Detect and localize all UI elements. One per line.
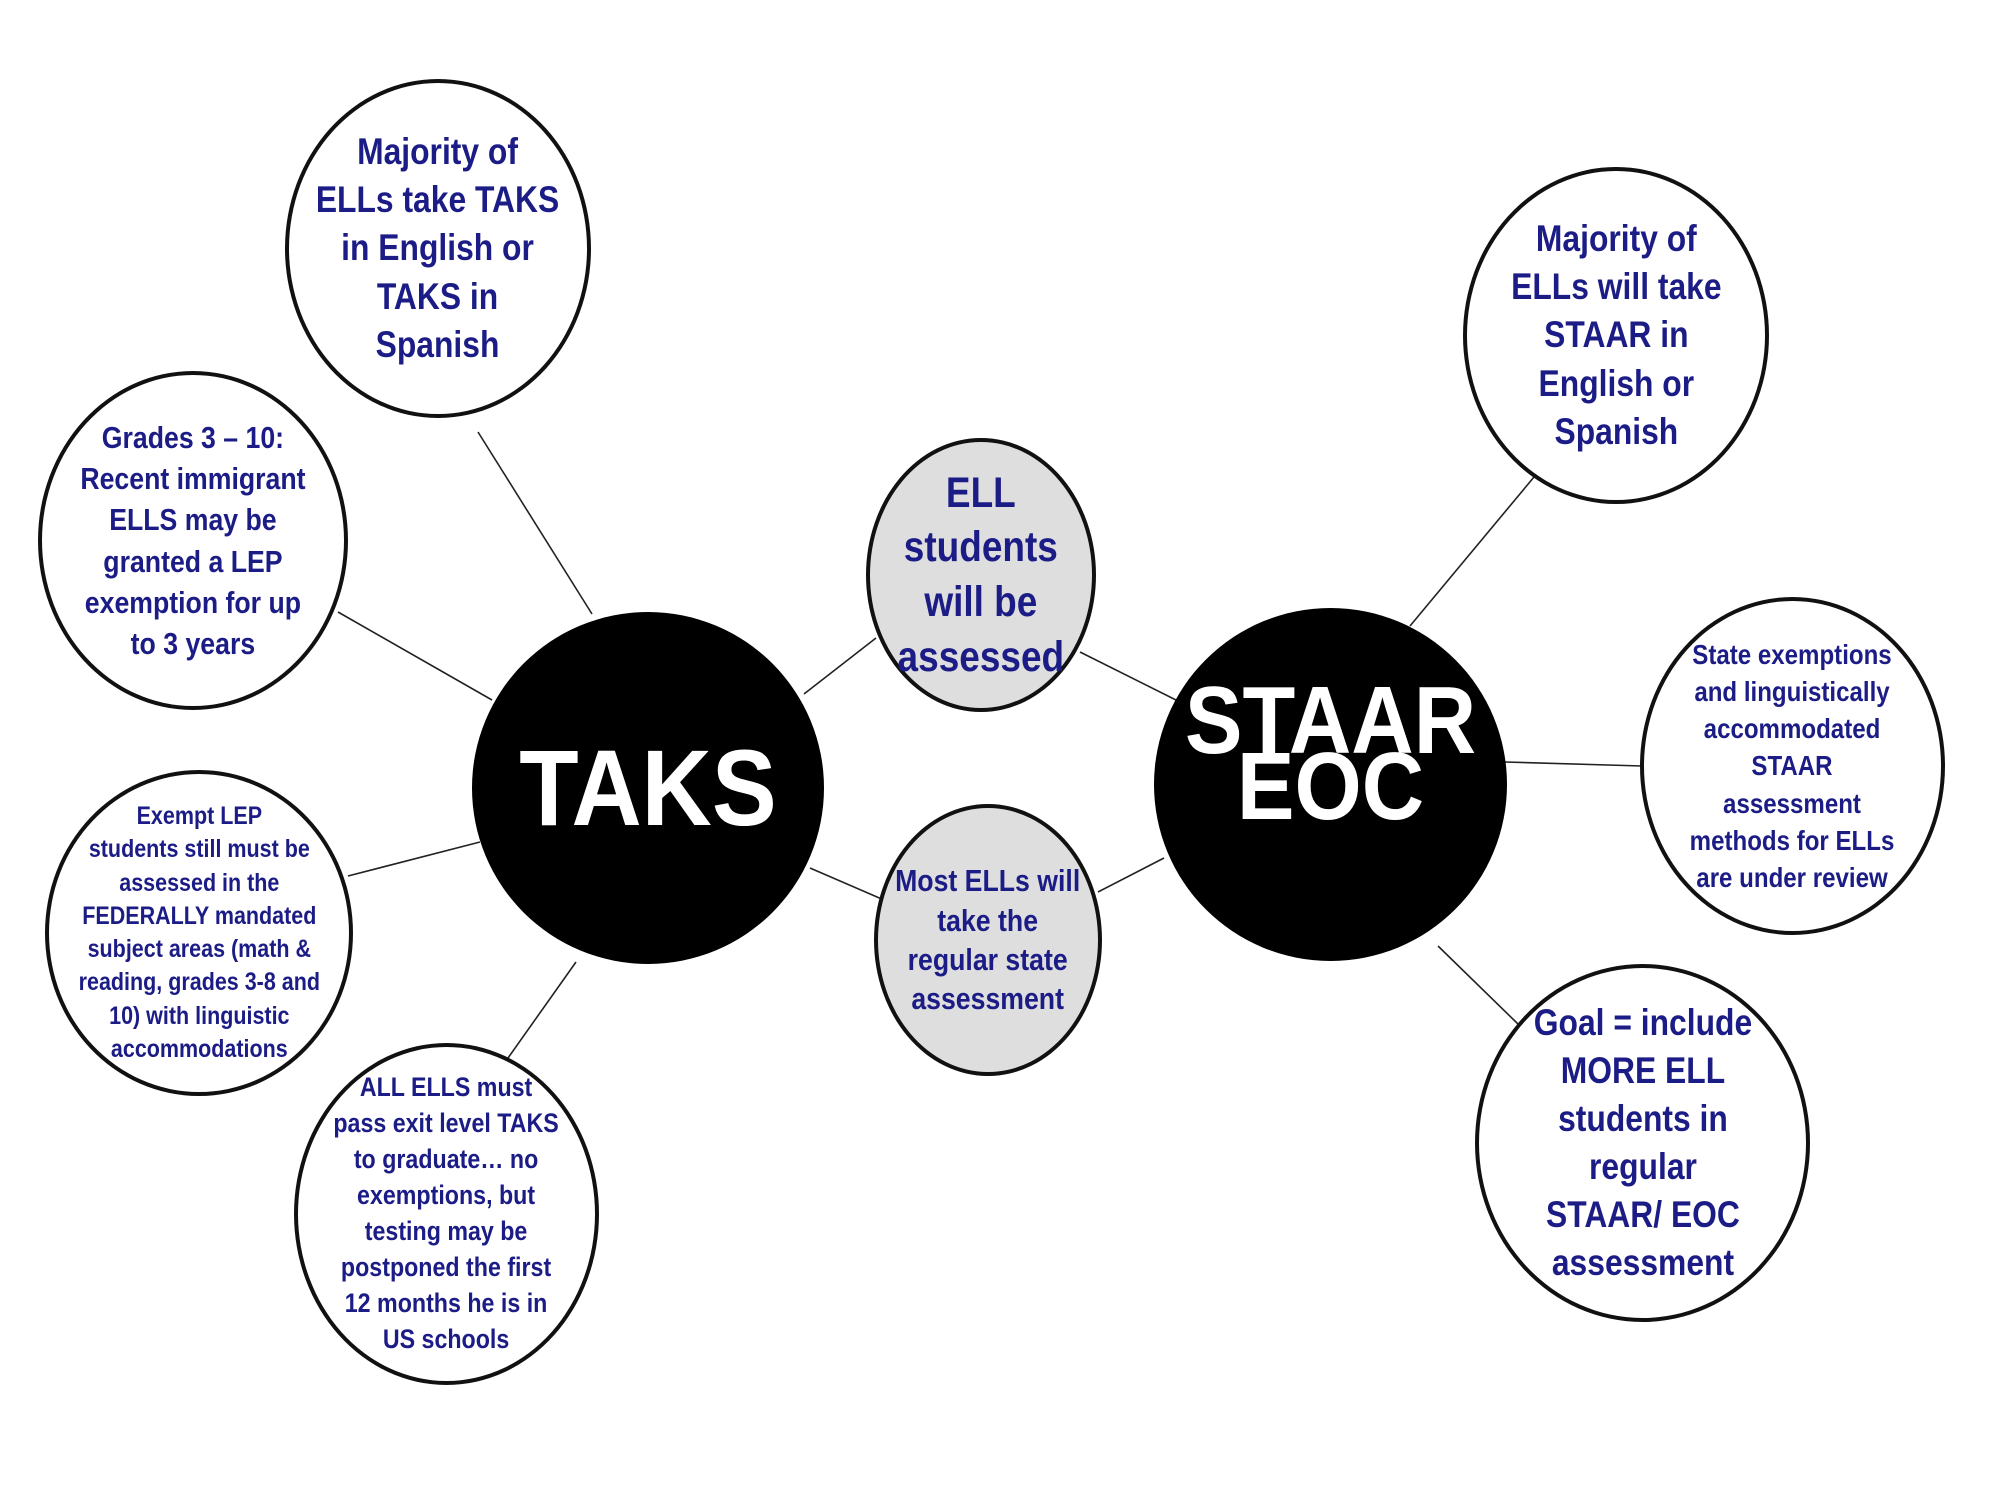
taks-hub: TAKS — [472, 612, 824, 964]
staar-state-exemptions-text: State exemptions and linguistically acco… — [1690, 638, 1895, 894]
taks-majority-node: Majority of ELLs take TAKS in English or… — [285, 79, 591, 418]
taks-grades-exemption-node: Grades 3 – 10: Recent immigrant ELLS may… — [38, 371, 348, 710]
most-ells-regular-text: Most ELLs will take the regular state as… — [895, 863, 1081, 1017]
connector-taks-majority — [477, 431, 593, 615]
connector-ell-staar — [1079, 651, 1181, 703]
connector-taks-ell — [803, 637, 877, 695]
connector-staar-majority — [1409, 476, 1535, 627]
taks-majority-text: Majority of ELLs take TAKS in English or… — [316, 131, 560, 365]
taks-all-ells-text: ALL ELLS must pass exit level TAKS to gr… — [333, 1072, 560, 1354]
connector-staar-state — [1504, 761, 1643, 767]
taks-label: TAKS — [519, 727, 777, 849]
staar-state-exemptions-node: State exemptions and linguistically acco… — [1640, 597, 1945, 935]
staar-label: STAAR — [1184, 667, 1477, 774]
most-ells-regular-node: Most ELLs will take the regular state as… — [874, 804, 1102, 1076]
staar-majority-node: Majority of ELLs will take STAAR in Engl… — [1463, 167, 1769, 504]
taks-all-ells-node: ALL ELLS must pass exit level TAKS to gr… — [294, 1043, 599, 1385]
connector-taks-grades — [337, 611, 493, 701]
taks-exempt-lep-node: Exempt LEP students still must be assess… — [45, 770, 353, 1096]
staar-goal-text: Goal = include MORE ELL students in regu… — [1533, 1001, 1752, 1284]
eoc-label: EOC — [1236, 733, 1425, 840]
connector-taks-all — [507, 961, 577, 1059]
ell-assessed-node: ELL students will be assessed — [866, 438, 1096, 712]
connector-taks-most — [809, 867, 885, 901]
connector-taks-exempt — [347, 841, 481, 877]
staar-majority-text: Majority of ELLs will take STAAR in Engl… — [1510, 218, 1722, 452]
staar-eoc-hub: STAAR EOC — [1154, 608, 1507, 961]
taks-grades-exemption-text: Grades 3 – 10: Recent immigrant ELLS may… — [80, 419, 306, 661]
connector-staar-goal — [1437, 945, 1519, 1025]
ell-assessed-text: ELL students will be assessed — [897, 468, 1065, 681]
connector-most-staar — [1097, 857, 1165, 893]
taks-exempt-lep-text: Exempt LEP students still must be assess… — [78, 802, 320, 1063]
staar-goal-node: Goal = include MORE ELL students in regu… — [1475, 964, 1810, 1322]
